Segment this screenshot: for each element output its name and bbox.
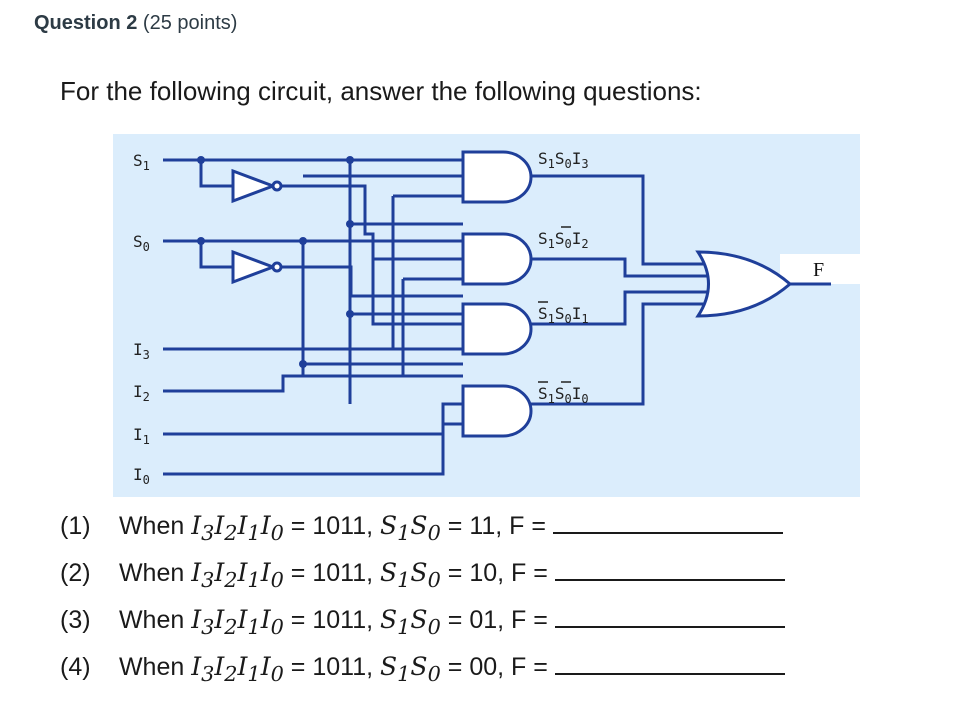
question-item-3: (3) When I3I2I1I0 = 1011, S1S0 = 01, F = (60, 600, 785, 647)
complement-bars (538, 226, 571, 383)
wire-g2-out (530, 257, 709, 278)
output-label-box (780, 254, 860, 284)
label-i1: I1 (133, 425, 150, 447)
term-label-3: S1S0I1 (538, 304, 589, 326)
and-gate-3 (461, 302, 533, 356)
and-gate-4 (461, 384, 533, 438)
question-points: (25 points) (142, 12, 238, 34)
wire-i0 (163, 422, 463, 476)
term-label-4: S1S0I0 (538, 384, 589, 406)
question-header: Question 2 (25 points) (34, 12, 237, 35)
and-gate-1 (461, 150, 533, 204)
var-i3i2i1i0: I3I2I1I0 (191, 652, 284, 686)
var-s1s0: S1S0 (380, 605, 441, 639)
answer-blank-2[interactable] (554, 557, 785, 581)
question-title: Question 2 (34, 12, 138, 34)
or-gate (695, 250, 793, 318)
and-gate-2 (461, 232, 533, 286)
mux-circuit-diagram: S1 S0 I3 I2 I1 I0 S1S0I3 S1S0I2 S1S0I1 S… (113, 134, 860, 497)
answer-blank-3[interactable] (554, 604, 785, 628)
var-i3i2i1i0: I3I2I1I0 (191, 605, 284, 639)
wire-g4-out (530, 302, 709, 406)
question-list: (1) When I3I2I1I0 = 1011, S1S0 = 11, F =… (60, 506, 785, 694)
circuit-wires (163, 158, 831, 476)
not-gate-s0 (231, 249, 283, 285)
wire-g1-out (530, 174, 709, 266)
wire-s0-to-not (199, 241, 233, 269)
wire-junctions (197, 156, 354, 368)
term-label-1: S1S0I3 (538, 149, 589, 171)
question-item-2: (2) When I3I2I1I0 = 1011, S1S0 = 10, F = (60, 553, 785, 600)
label-i2: I2 (133, 382, 150, 404)
wire-i2 (163, 374, 463, 393)
wire-g3-out (530, 290, 709, 326)
label-i3: I3 (133, 340, 150, 362)
var-i3i2i1i0: I3I2I1I0 (191, 558, 284, 592)
var-s1s0: S1S0 (380, 558, 441, 592)
output-label-f: F (813, 259, 824, 281)
question-item-4: (4) When I3I2I1I0 = 1011, S1S0 = 00, F = (60, 647, 785, 694)
term-label-2: S1S0I2 (538, 229, 589, 251)
question-item-1: (1) When I3I2I1I0 = 1011, S1S0 = 11, F = (60, 506, 785, 553)
var-i3i2i1i0: I3I2I1I0 (191, 511, 284, 545)
not-gate-s1 (231, 168, 283, 204)
question-prompt: For the following circuit, answer the fo… (60, 76, 702, 106)
answer-blank-4[interactable] (554, 651, 785, 675)
label-i0: I0 (133, 465, 150, 487)
answer-blank-1[interactable] (552, 510, 783, 534)
wire-i1 (163, 402, 463, 436)
wire-s1-to-not (199, 160, 233, 188)
var-s1s0: S1S0 (380, 511, 441, 545)
label-s0: S0 (133, 232, 150, 254)
label-s1: S1 (133, 151, 150, 173)
var-s1s0: S1S0 (380, 652, 441, 686)
